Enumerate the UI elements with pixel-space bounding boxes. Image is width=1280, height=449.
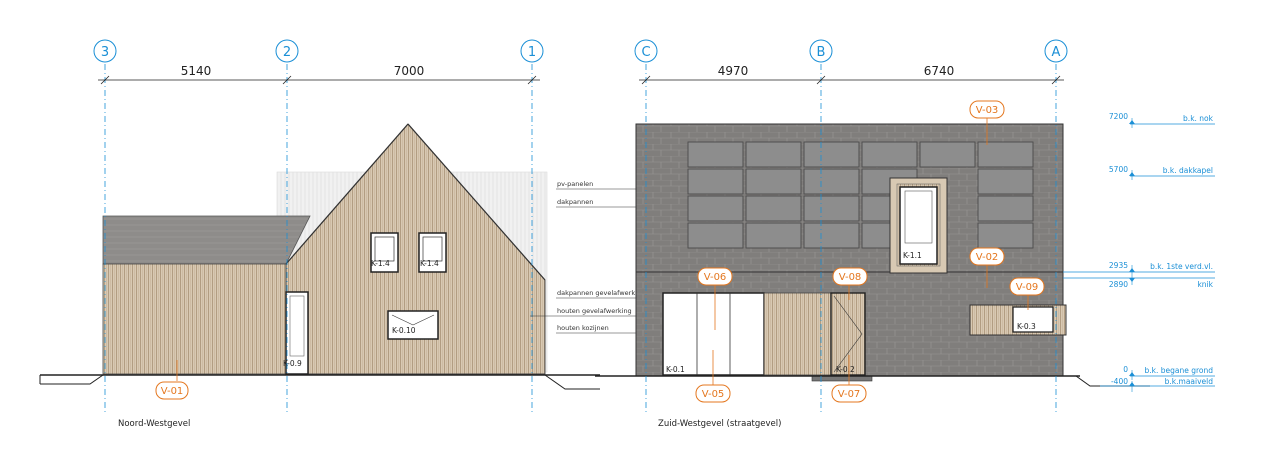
tag-v-08: V-08 [832, 267, 868, 300]
door-k-0-2: K-0.2 [830, 292, 866, 376]
door-k-0-9: K-0.9 [283, 291, 309, 375]
dimension-6740: 6740 [924, 64, 955, 78]
axis-grid-left: 3 2 1 [93, 39, 544, 415]
note-dakpannen: dakpannen [557, 198, 593, 206]
right-elevation: K-1.1 K-0.1 K-0.2 K-0.3 [595, 39, 1150, 429]
pv-panel [745, 168, 802, 195]
level-value: -400 [1111, 377, 1128, 386]
right-view-caption: Zuid-Westgevel (straatgevel) [658, 419, 781, 429]
axis-label-c: C [641, 45, 650, 60]
pv-panel-array [687, 141, 1034, 249]
window-label: K-1.4 [371, 259, 390, 268]
dimension-5140: 5140 [181, 64, 212, 78]
tag-label: V-08 [839, 272, 862, 283]
pv-panel [745, 195, 802, 222]
dormer: K-1.1 [889, 177, 948, 274]
window-label: K-1.1 [903, 251, 922, 260]
dimension-line-right: 4970 6740 [639, 64, 1064, 85]
dimension-line-left: 5140 7000 [98, 64, 540, 85]
level-label: knik [1197, 280, 1213, 289]
pv-panel [745, 141, 802, 168]
annex-roof [102, 215, 311, 265]
level-value: 5700 [1109, 165, 1128, 174]
tag-label: V-01 [161, 386, 184, 397]
pv-panel [687, 141, 744, 168]
pv-panel [977, 222, 1034, 249]
wood-panel-ground [763, 292, 832, 376]
pv-panel [803, 222, 860, 249]
level-value: 2890 [1109, 280, 1128, 289]
left-elevation: K-1.4 K-1.4 K-0.10 K-0.9 [39, 39, 600, 429]
note-dakpannen-gevelafwerking: dakpannen gevelafwerking [557, 289, 645, 297]
window-k-1-4-right: K-1.4 [418, 232, 447, 273]
level-label: b.k. dakkapel [1163, 166, 1213, 175]
level-2935: 2935 b.k. 1ste verd.vl. [1063, 261, 1215, 285]
level-7200: 7200 b.k. nok [1109, 112, 1215, 128]
window-label: K-0.10 [392, 326, 416, 335]
axis-label-a: A [1052, 45, 1061, 60]
level-label: b.k.maaiveld [1165, 377, 1214, 386]
pv-panel [803, 141, 860, 168]
window-label: K-0.3 [1017, 322, 1036, 331]
window-k-0-10: K-0.10 [387, 310, 439, 340]
level-minus-400: -400 b.k.maaiveld [1100, 377, 1215, 392]
axis-label-3: 3 [101, 45, 109, 60]
window-label: K-1.4 [420, 259, 439, 268]
level-5700: 5700 b.k. dakkapel [1109, 165, 1215, 180]
note-houten-kozijnen: houten kozijnen [557, 324, 609, 332]
tag-v-07: V-07 [831, 355, 867, 403]
window-label: K-0.9 [283, 359, 302, 368]
pv-panel [919, 141, 976, 168]
dimension-7000: 7000 [394, 64, 425, 78]
window-k-0-1: K-0.1 [662, 292, 765, 376]
tag-label: V-07 [838, 389, 861, 400]
pv-panel [745, 222, 802, 249]
pv-panel [687, 222, 744, 249]
window-label: K-0.1 [666, 365, 685, 374]
tag-v-05: V-05 [695, 350, 731, 403]
tag-label: V-02 [976, 252, 999, 263]
level-2890: 2890 knik [1063, 277, 1215, 289]
pv-panel [803, 195, 860, 222]
pv-panel [803, 168, 860, 195]
level-value: 0 [1123, 365, 1128, 374]
tag-v-09: V-09 [1009, 277, 1045, 310]
pv-panel [977, 195, 1034, 222]
note-pv-panelen: pv-panelen [557, 180, 593, 188]
ground-line-right [595, 375, 1150, 387]
level-value: 7200 [1109, 112, 1128, 121]
tag-v-06: V-06 [697, 267, 733, 330]
tag-label: V-09 [1016, 282, 1039, 293]
axis-label-2: 2 [283, 45, 291, 60]
level-label: b.k. 1ste verd.vl. [1150, 262, 1213, 271]
pv-panel [687, 195, 744, 222]
left-view-caption: Noord-Westgevel [118, 419, 190, 429]
tag-v-02: V-02 [969, 247, 1005, 288]
axis-label-1: 1 [528, 45, 536, 60]
level-value: 2935 [1109, 261, 1128, 270]
pv-panel [977, 141, 1034, 168]
note-houten-gevelafwerking: houten gevelafwerking [557, 307, 632, 315]
axis-label-b: B [817, 45, 826, 60]
pv-panel [687, 168, 744, 195]
tag-label: V-05 [702, 389, 725, 400]
dimension-4970: 4970 [718, 64, 749, 78]
window-k-1-4-left: K-1.4 [370, 232, 399, 273]
tag-label: V-03 [976, 105, 999, 116]
annex-wall [102, 263, 287, 375]
level-markers: 7200 b.k. nok 5700 b.k. dakkapel 2935 b.… [1063, 112, 1215, 392]
level-label: b.k. begane grond [1144, 366, 1213, 375]
ground-line-left [39, 374, 600, 390]
tag-v-01: V-01 [155, 360, 189, 400]
window-label: K-0.2 [836, 365, 855, 374]
level-0: 0 b.k. begane grond [1123, 365, 1215, 380]
bay-window-k-0-3: K-0.3 [969, 304, 1067, 336]
pv-panel [977, 168, 1034, 195]
axis-grid-right: C B A [634, 39, 1068, 415]
level-label: b.k. nok [1183, 114, 1214, 123]
pv-panel [861, 141, 918, 168]
tag-v-03: V-03 [969, 100, 1005, 145]
tag-label: V-06 [704, 272, 727, 283]
